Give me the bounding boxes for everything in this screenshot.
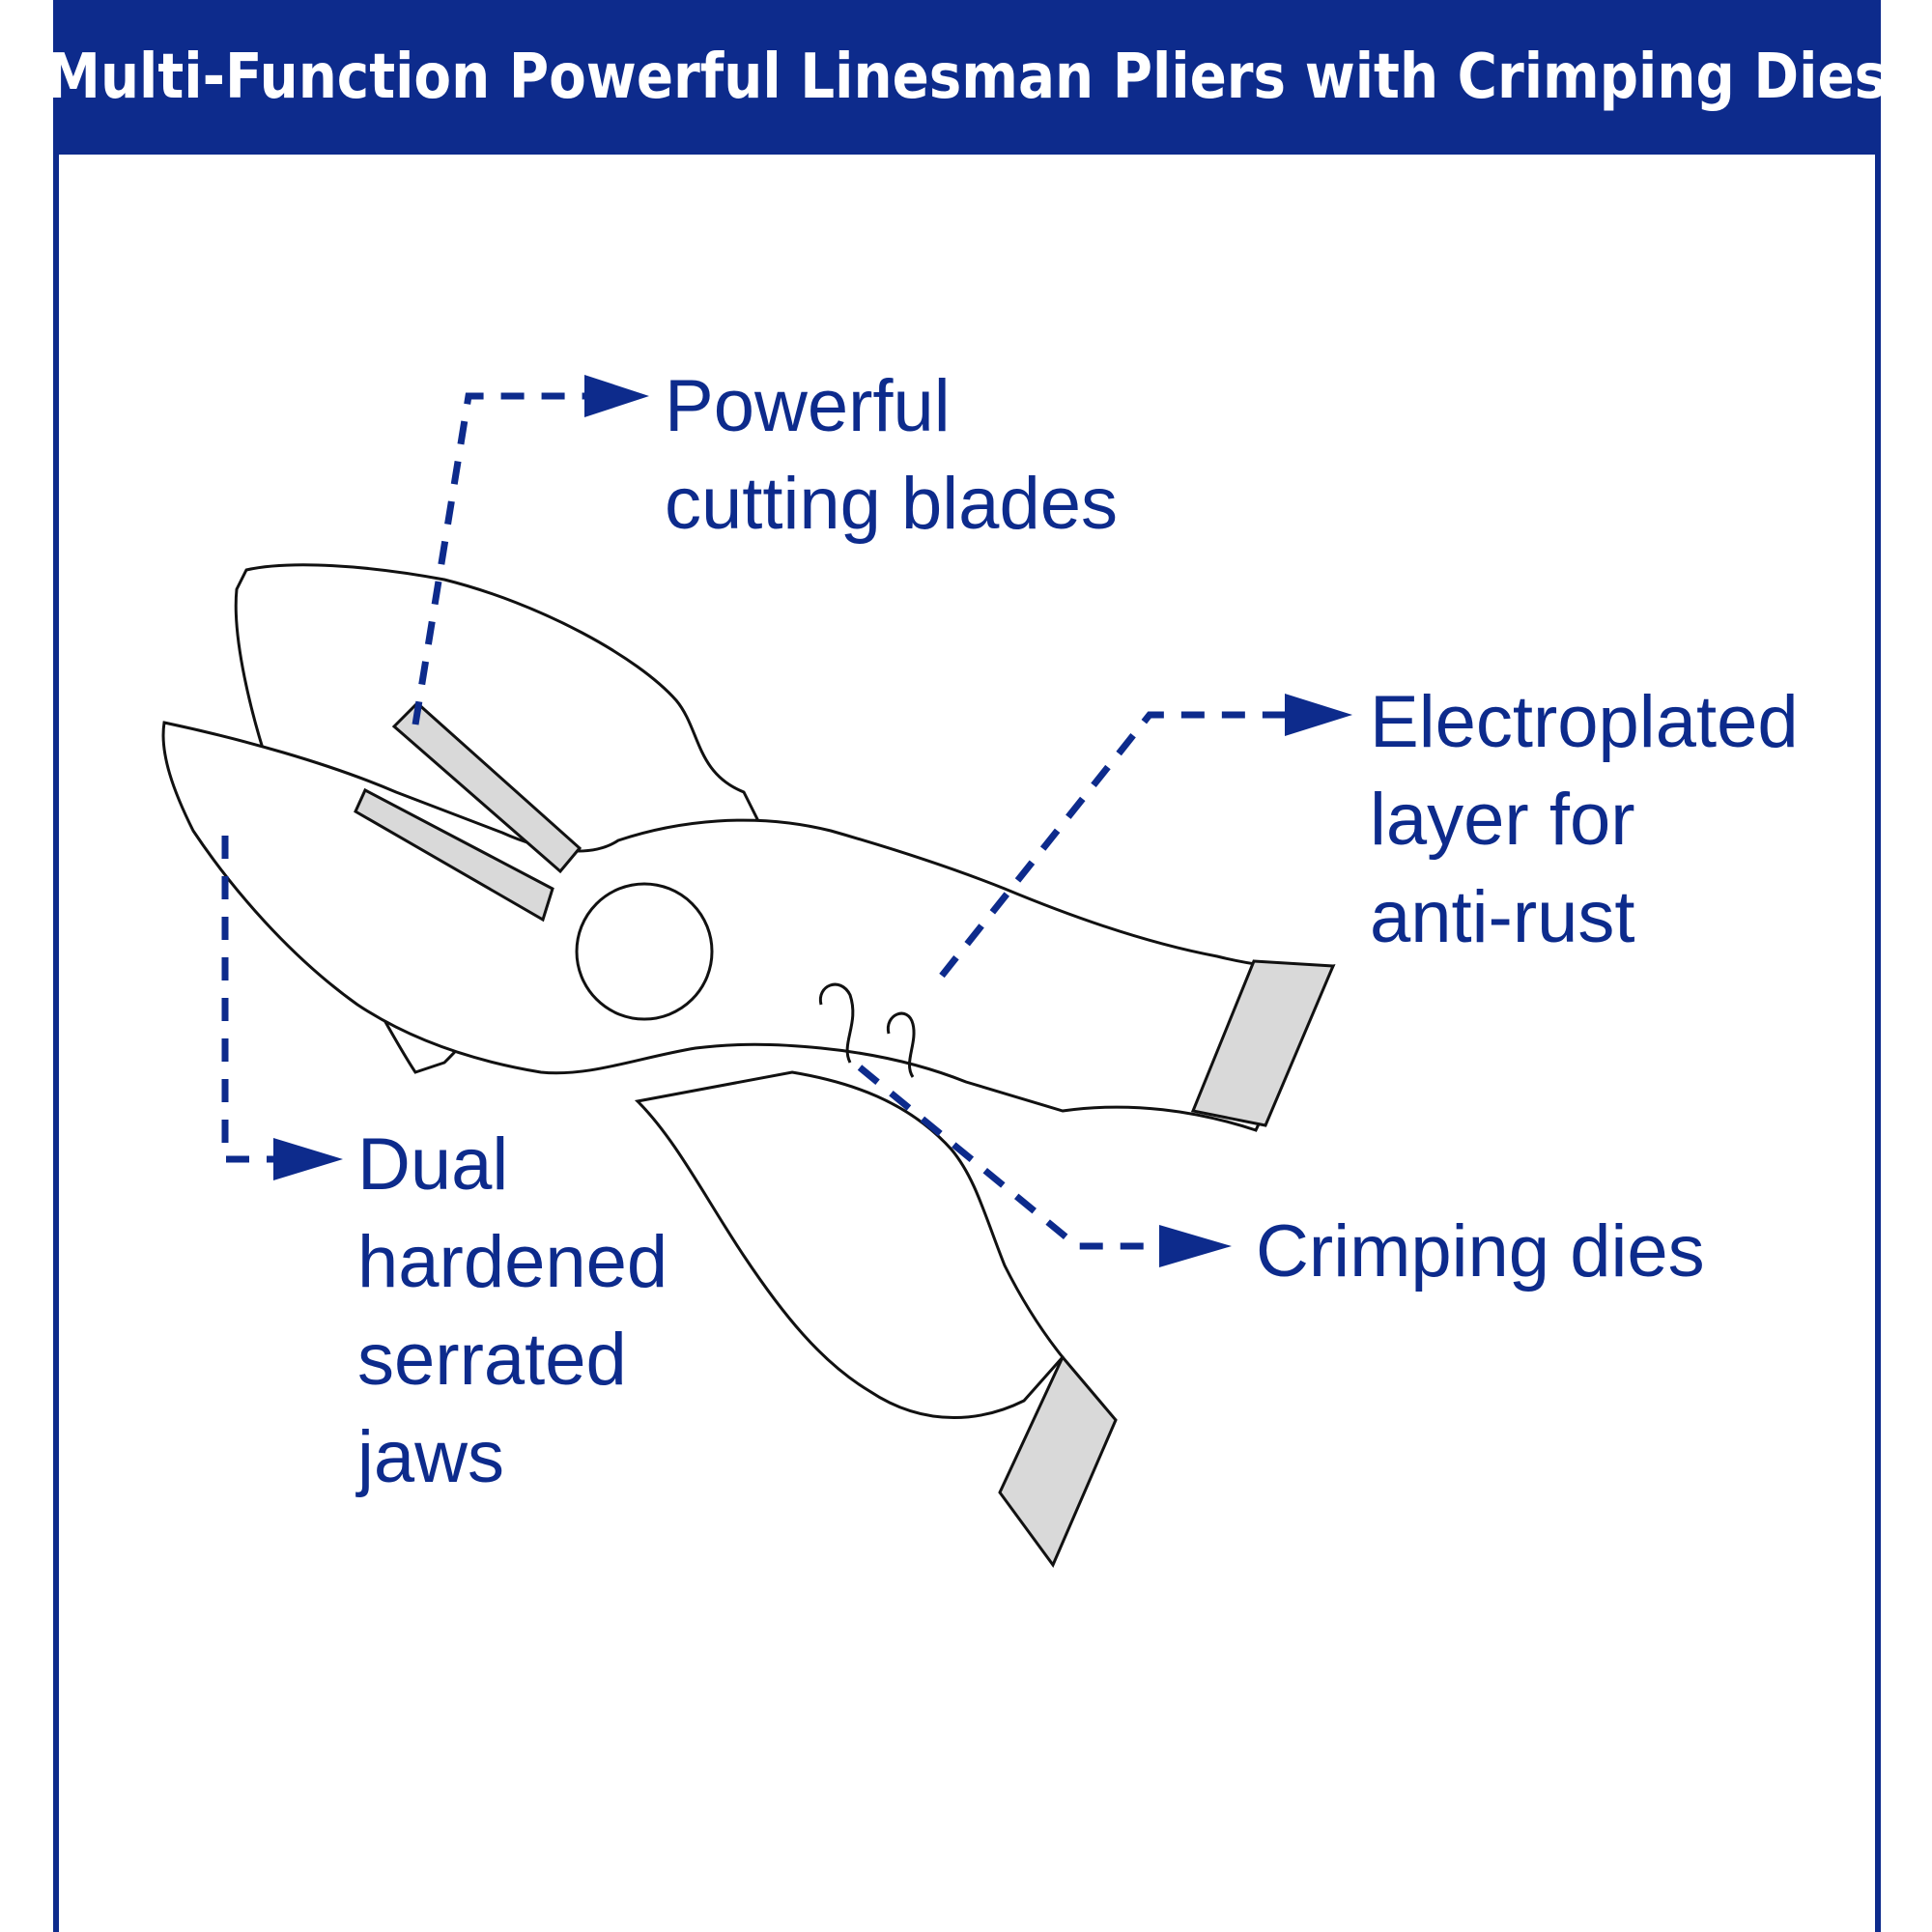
lower-handle-outline xyxy=(634,1070,1065,1419)
crimp-leader-line xyxy=(857,1065,1179,1250)
crimp-callout-line-1: Crimping dies xyxy=(1256,1210,1705,1293)
jaws-callout: Dual hardened serrated jaws xyxy=(357,1116,668,1506)
upper-blade-insert xyxy=(391,700,582,874)
jaws-callout-line-2: hardened xyxy=(357,1221,668,1303)
crimp-die-notch-2 xyxy=(886,1011,916,1078)
jaws-leader-line xyxy=(221,836,290,1163)
plating-callout-line-3: anti-rust xyxy=(1370,876,1635,958)
blades-callout-line-1: Powerful xyxy=(665,365,951,447)
jaws-callout-line-3: serrated xyxy=(357,1319,627,1401)
blades-leader-line xyxy=(412,392,639,725)
plating-leader-line xyxy=(939,711,1314,979)
blades-callout-line-2: cutting blades xyxy=(665,463,1118,545)
lower-blade-insert xyxy=(354,787,554,923)
crimp-die-notch-1 xyxy=(818,982,855,1064)
title-bar: Multi-Function Powerful Linesman Pliers … xyxy=(46,0,1888,155)
crimp-arrow-icon xyxy=(1159,1225,1232,1267)
jaws-callout-line-1: Dual xyxy=(357,1123,509,1206)
page-title: Multi-Function Powerful Linesman Pliers … xyxy=(46,42,1888,113)
plating-callout: Electroplated layer for anti-rust xyxy=(1370,673,1799,966)
lower-jaw-outline xyxy=(161,721,1336,1132)
blades-arrow-icon xyxy=(584,375,649,417)
plating-callout-line-1: Electroplated xyxy=(1370,681,1799,763)
jaws-arrow-icon xyxy=(273,1138,343,1180)
pivot-circle xyxy=(575,882,714,1021)
plating-callout-line-2: layer for xyxy=(1370,779,1635,861)
crimp-callout: Crimping dies xyxy=(1256,1203,1705,1300)
plating-arrow-icon xyxy=(1285,694,1352,736)
lower-handle-grip xyxy=(998,1354,1118,1568)
upper-handle-grip xyxy=(1190,959,1336,1127)
blades-callout: Powerful cutting blades xyxy=(665,357,1118,553)
jaws-callout-line-4: jaws xyxy=(357,1416,505,1498)
